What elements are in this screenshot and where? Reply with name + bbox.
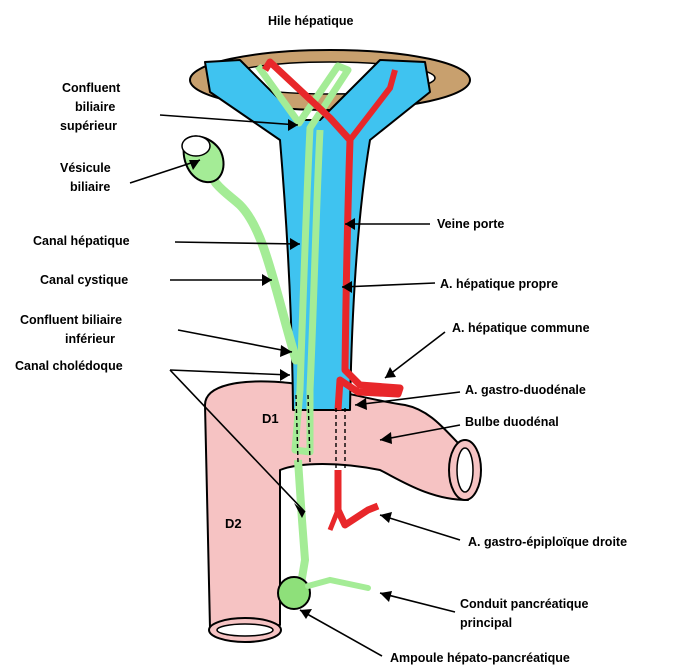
label-conduit-1: Conduit pancréatique bbox=[460, 597, 589, 611]
label-confluent-sup-1: Confluent bbox=[62, 81, 121, 95]
gda-branch bbox=[330, 510, 338, 530]
label-choledoque: Canal cholédoque bbox=[15, 359, 123, 373]
title-hile-hepatique: Hile hépatique bbox=[268, 14, 353, 28]
pancreatic-duct bbox=[308, 580, 368, 588]
d2-label: D2 bbox=[225, 516, 242, 531]
label-a-hep-commune: A. hépatique commune bbox=[452, 321, 590, 335]
label-a-gastro-epi: A. gastro-épiploïque droite bbox=[468, 535, 627, 549]
label-confluent-inf-1: Confluent biliaire bbox=[20, 313, 122, 327]
label-ampoule: Ampoule hépato-pancréatique bbox=[390, 651, 570, 665]
label-canal-hepatique: Canal hépatique bbox=[33, 234, 130, 248]
label-confluent-sup-3: supérieur bbox=[60, 119, 117, 133]
label-vesicule-1: Vésicule bbox=[60, 161, 111, 175]
label-conduit-2: principal bbox=[460, 616, 512, 630]
label-veine-porte: Veine porte bbox=[437, 217, 504, 231]
label-confluent-inf-2: inférieur bbox=[65, 332, 115, 346]
label-canal-cystique: Canal cystique bbox=[40, 273, 128, 287]
d1-label: D1 bbox=[262, 411, 279, 426]
gallbladder bbox=[182, 136, 224, 182]
ampulla bbox=[278, 577, 310, 609]
cystic-duct bbox=[206, 162, 296, 360]
label-bulbe: Bulbe duodénal bbox=[465, 415, 559, 429]
common-bile-duct bbox=[298, 460, 305, 590]
label-confluent-sup-2: biliaire bbox=[75, 100, 115, 114]
gastroduodenal-artery bbox=[338, 470, 378, 525]
label-a-hep-propre: A. hépatique propre bbox=[440, 277, 558, 291]
label-a-gastro-duo: A. gastro-duodénale bbox=[465, 383, 586, 397]
label-vesicule-2: biliaire bbox=[70, 180, 110, 194]
duodenum bbox=[205, 381, 481, 642]
